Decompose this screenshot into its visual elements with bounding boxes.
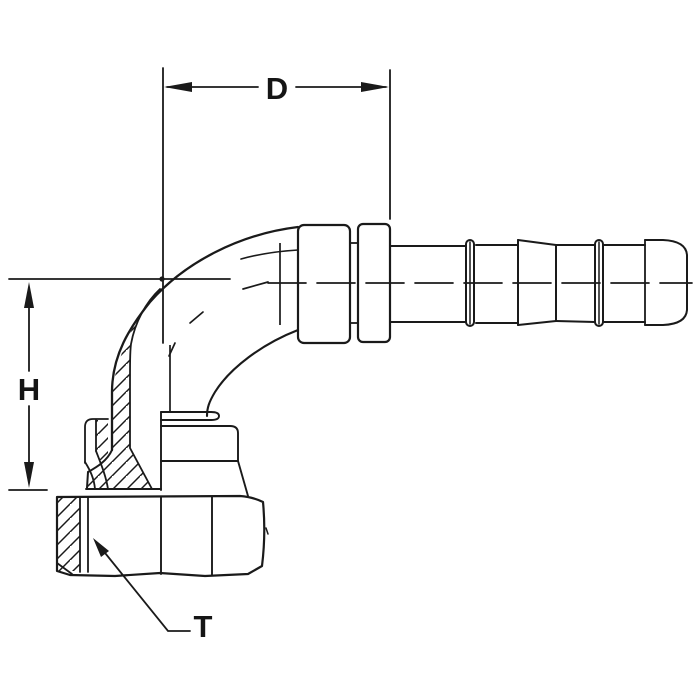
elbow-wall-section-hatch bbox=[87, 288, 160, 489]
socket-body bbox=[85, 411, 249, 497]
elbow-inner-top-line bbox=[240, 249, 299, 260]
collar-1 bbox=[296, 223, 352, 345]
swivel-retainer bbox=[84, 418, 109, 490]
t-leader-line bbox=[96, 542, 191, 632]
elbow-inner-right-arc bbox=[205, 328, 300, 418]
socket-top-edge bbox=[160, 425, 239, 461]
socket-skirt-right bbox=[237, 460, 249, 497]
barb-ring-2 bbox=[594, 239, 604, 327]
nut-right-tick bbox=[265, 527, 269, 535]
d-arrowhead-right-icon bbox=[361, 82, 389, 92]
hex-nut bbox=[55, 494, 269, 578]
dimension-d bbox=[162, 67, 391, 344]
nut-outline bbox=[55, 494, 266, 578]
label-t: T bbox=[194, 609, 213, 644]
barb-cone-bottom bbox=[517, 320, 557, 326]
stem-collars bbox=[296, 222, 392, 345]
bend-centerline-dash-2 bbox=[189, 311, 204, 324]
elbow-wall-inner-boundary bbox=[129, 288, 161, 490]
dimension-h bbox=[8, 278, 231, 491]
elbow-flare-outer bbox=[86, 449, 113, 489]
barb-cone-top bbox=[517, 239, 557, 246]
tangent-point-mark bbox=[159, 276, 165, 282]
leader-t bbox=[93, 538, 191, 632]
dimension-h-label: H bbox=[18, 372, 40, 407]
socket-bead bbox=[160, 411, 220, 421]
retainer-s-curve-outer bbox=[84, 461, 96, 490]
t-arrowhead-icon bbox=[93, 538, 109, 557]
elbow-body bbox=[86, 225, 300, 490]
elbow-outer-profile bbox=[110, 225, 300, 452]
nut-section-hatch bbox=[57, 498, 80, 571]
collar-2 bbox=[356, 222, 392, 344]
barb-ring-1 bbox=[465, 239, 475, 327]
barb-bottom-3 bbox=[555, 320, 596, 323]
retainer-hatch-strip bbox=[96, 420, 108, 460]
nut-bottom-chamfer bbox=[56, 562, 73, 575]
centerlines bbox=[159, 276, 693, 357]
d-arrowhead-left-icon bbox=[164, 82, 192, 92]
hose-barb bbox=[389, 239, 688, 327]
retainer-s-curve-inner bbox=[95, 450, 109, 490]
h-arrowhead-down-icon bbox=[24, 462, 34, 488]
retainer-outline bbox=[84, 418, 109, 464]
h-arrowhead-up-icon bbox=[24, 282, 34, 308]
dimension-d-label: D bbox=[266, 71, 288, 106]
barb-tip bbox=[644, 239, 688, 326]
bend-centerline-dash-1 bbox=[242, 281, 269, 290]
